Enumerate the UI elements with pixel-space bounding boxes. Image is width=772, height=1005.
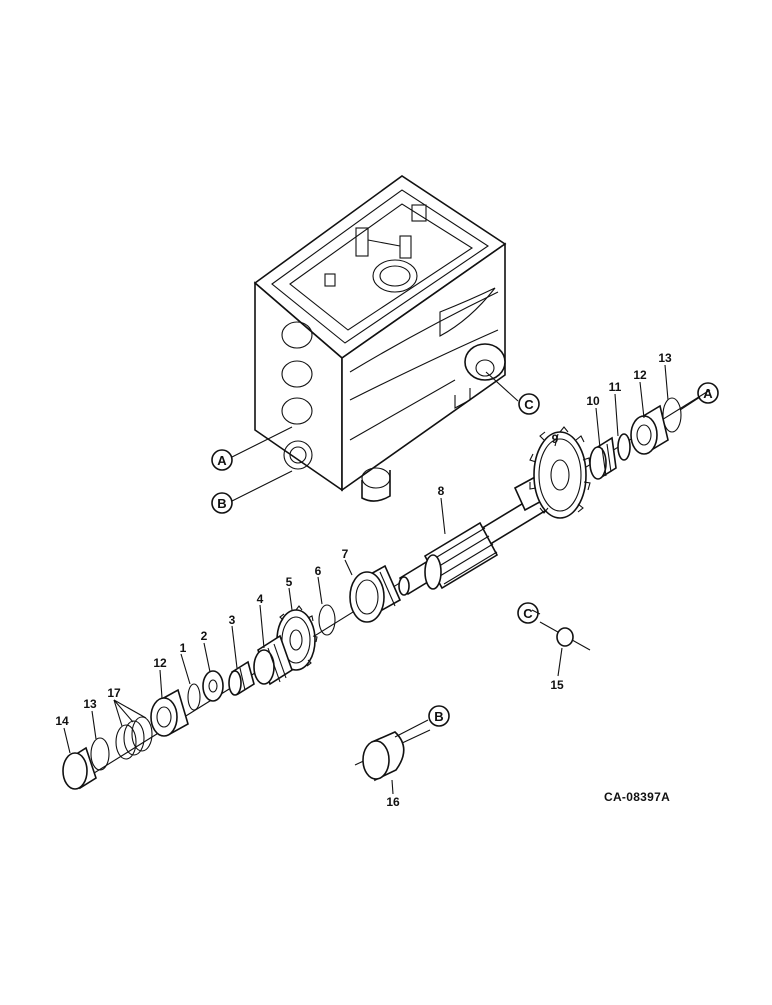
snap-ring-13-left bbox=[90, 737, 110, 771]
callout-7: 7 bbox=[342, 547, 349, 561]
ref-letter: C bbox=[524, 397, 534, 412]
shims-17 bbox=[115, 716, 153, 760]
snap-ring-6 bbox=[318, 604, 336, 636]
callout-12-right: 12 bbox=[633, 368, 647, 382]
reference-circle-C-plug: C bbox=[517, 602, 539, 624]
callout-3: 3 bbox=[229, 613, 236, 627]
needle-bearing-10 bbox=[589, 436, 617, 480]
ref-letter: A bbox=[217, 453, 227, 468]
needle-bearing-3 bbox=[228, 660, 255, 696]
sleeve-7 bbox=[349, 564, 402, 623]
washer-11 bbox=[617, 433, 631, 461]
callout-4: 4 bbox=[257, 592, 264, 606]
reference-circle-A-right: A bbox=[697, 382, 719, 404]
callout-11: 11 bbox=[609, 380, 622, 394]
ref-letter: B bbox=[434, 709, 443, 724]
callout-8: 8 bbox=[438, 484, 445, 498]
callout-15: 15 bbox=[550, 678, 564, 692]
leader-lines bbox=[63, 364, 701, 795]
callout-6: 6 bbox=[315, 564, 322, 578]
ref-letter: C bbox=[523, 606, 533, 621]
output-shaft bbox=[398, 468, 560, 596]
reference-circle-A-left: A bbox=[211, 449, 233, 471]
ref-letter: A bbox=[703, 386, 713, 401]
transmission-housing bbox=[253, 175, 507, 502]
callout-10: 10 bbox=[586, 394, 600, 408]
callout-5: 5 bbox=[286, 575, 293, 589]
callout-9: 9 bbox=[552, 432, 559, 446]
ball-bearing-12-right bbox=[630, 404, 669, 455]
gear-9 bbox=[529, 426, 591, 519]
snap-ring-1 bbox=[187, 683, 201, 711]
callout-14: 14 bbox=[55, 714, 69, 728]
callout-13-left: 13 bbox=[83, 697, 97, 711]
reference-circle-B-cap: B bbox=[428, 705, 450, 727]
plug-15 bbox=[539, 621, 591, 651]
cap-14 bbox=[62, 746, 97, 790]
shaft-assembly bbox=[62, 389, 711, 790]
callout-1: 1 bbox=[180, 641, 187, 655]
ball-bearing-12-left bbox=[150, 688, 189, 737]
snap-ring-13-right bbox=[662, 397, 682, 433]
cap-16 bbox=[354, 729, 431, 782]
callout-17: 17 bbox=[107, 686, 121, 700]
callout-numbers: 1 2 3 4 5 6 7 8 9 10 11 12 12 13 13 14 1… bbox=[55, 351, 672, 809]
ref-letter: B bbox=[217, 496, 226, 511]
callout-13-right: 13 bbox=[658, 351, 672, 365]
pinion-4 bbox=[253, 634, 293, 686]
callout-12-left: 12 bbox=[153, 656, 167, 670]
reference-circle-C-housing: C bbox=[518, 393, 540, 415]
drawing-reference-number: CA-08397A bbox=[604, 790, 670, 804]
washer-2 bbox=[202, 670, 224, 702]
reference-circle-B-left: B bbox=[211, 492, 233, 514]
callout-2: 2 bbox=[201, 629, 208, 643]
callout-16: 16 bbox=[386, 795, 400, 809]
